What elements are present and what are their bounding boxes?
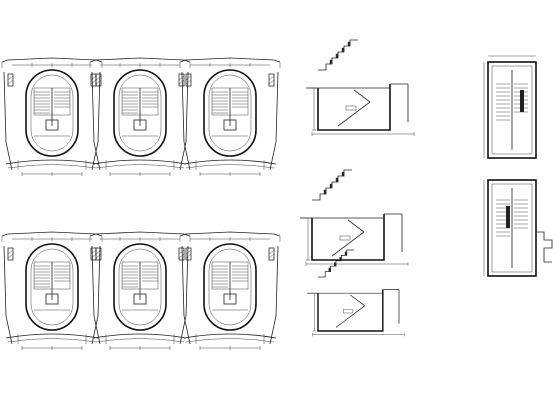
stair-plan-5: [89, 231, 191, 351]
detail-plan-2: [483, 179, 553, 277]
stair-plan-4: [1, 231, 103, 351]
stair-section-2: [299, 169, 409, 267]
stair-plan-6: [179, 231, 281, 351]
detail-plan-1: [483, 55, 537, 159]
stair-plan-2: [89, 57, 191, 177]
stair-plan-3: [179, 57, 281, 177]
stair-plan-1: [1, 57, 103, 177]
stair-section-1: [305, 39, 415, 137]
stair-section-3: [306, 249, 406, 338]
